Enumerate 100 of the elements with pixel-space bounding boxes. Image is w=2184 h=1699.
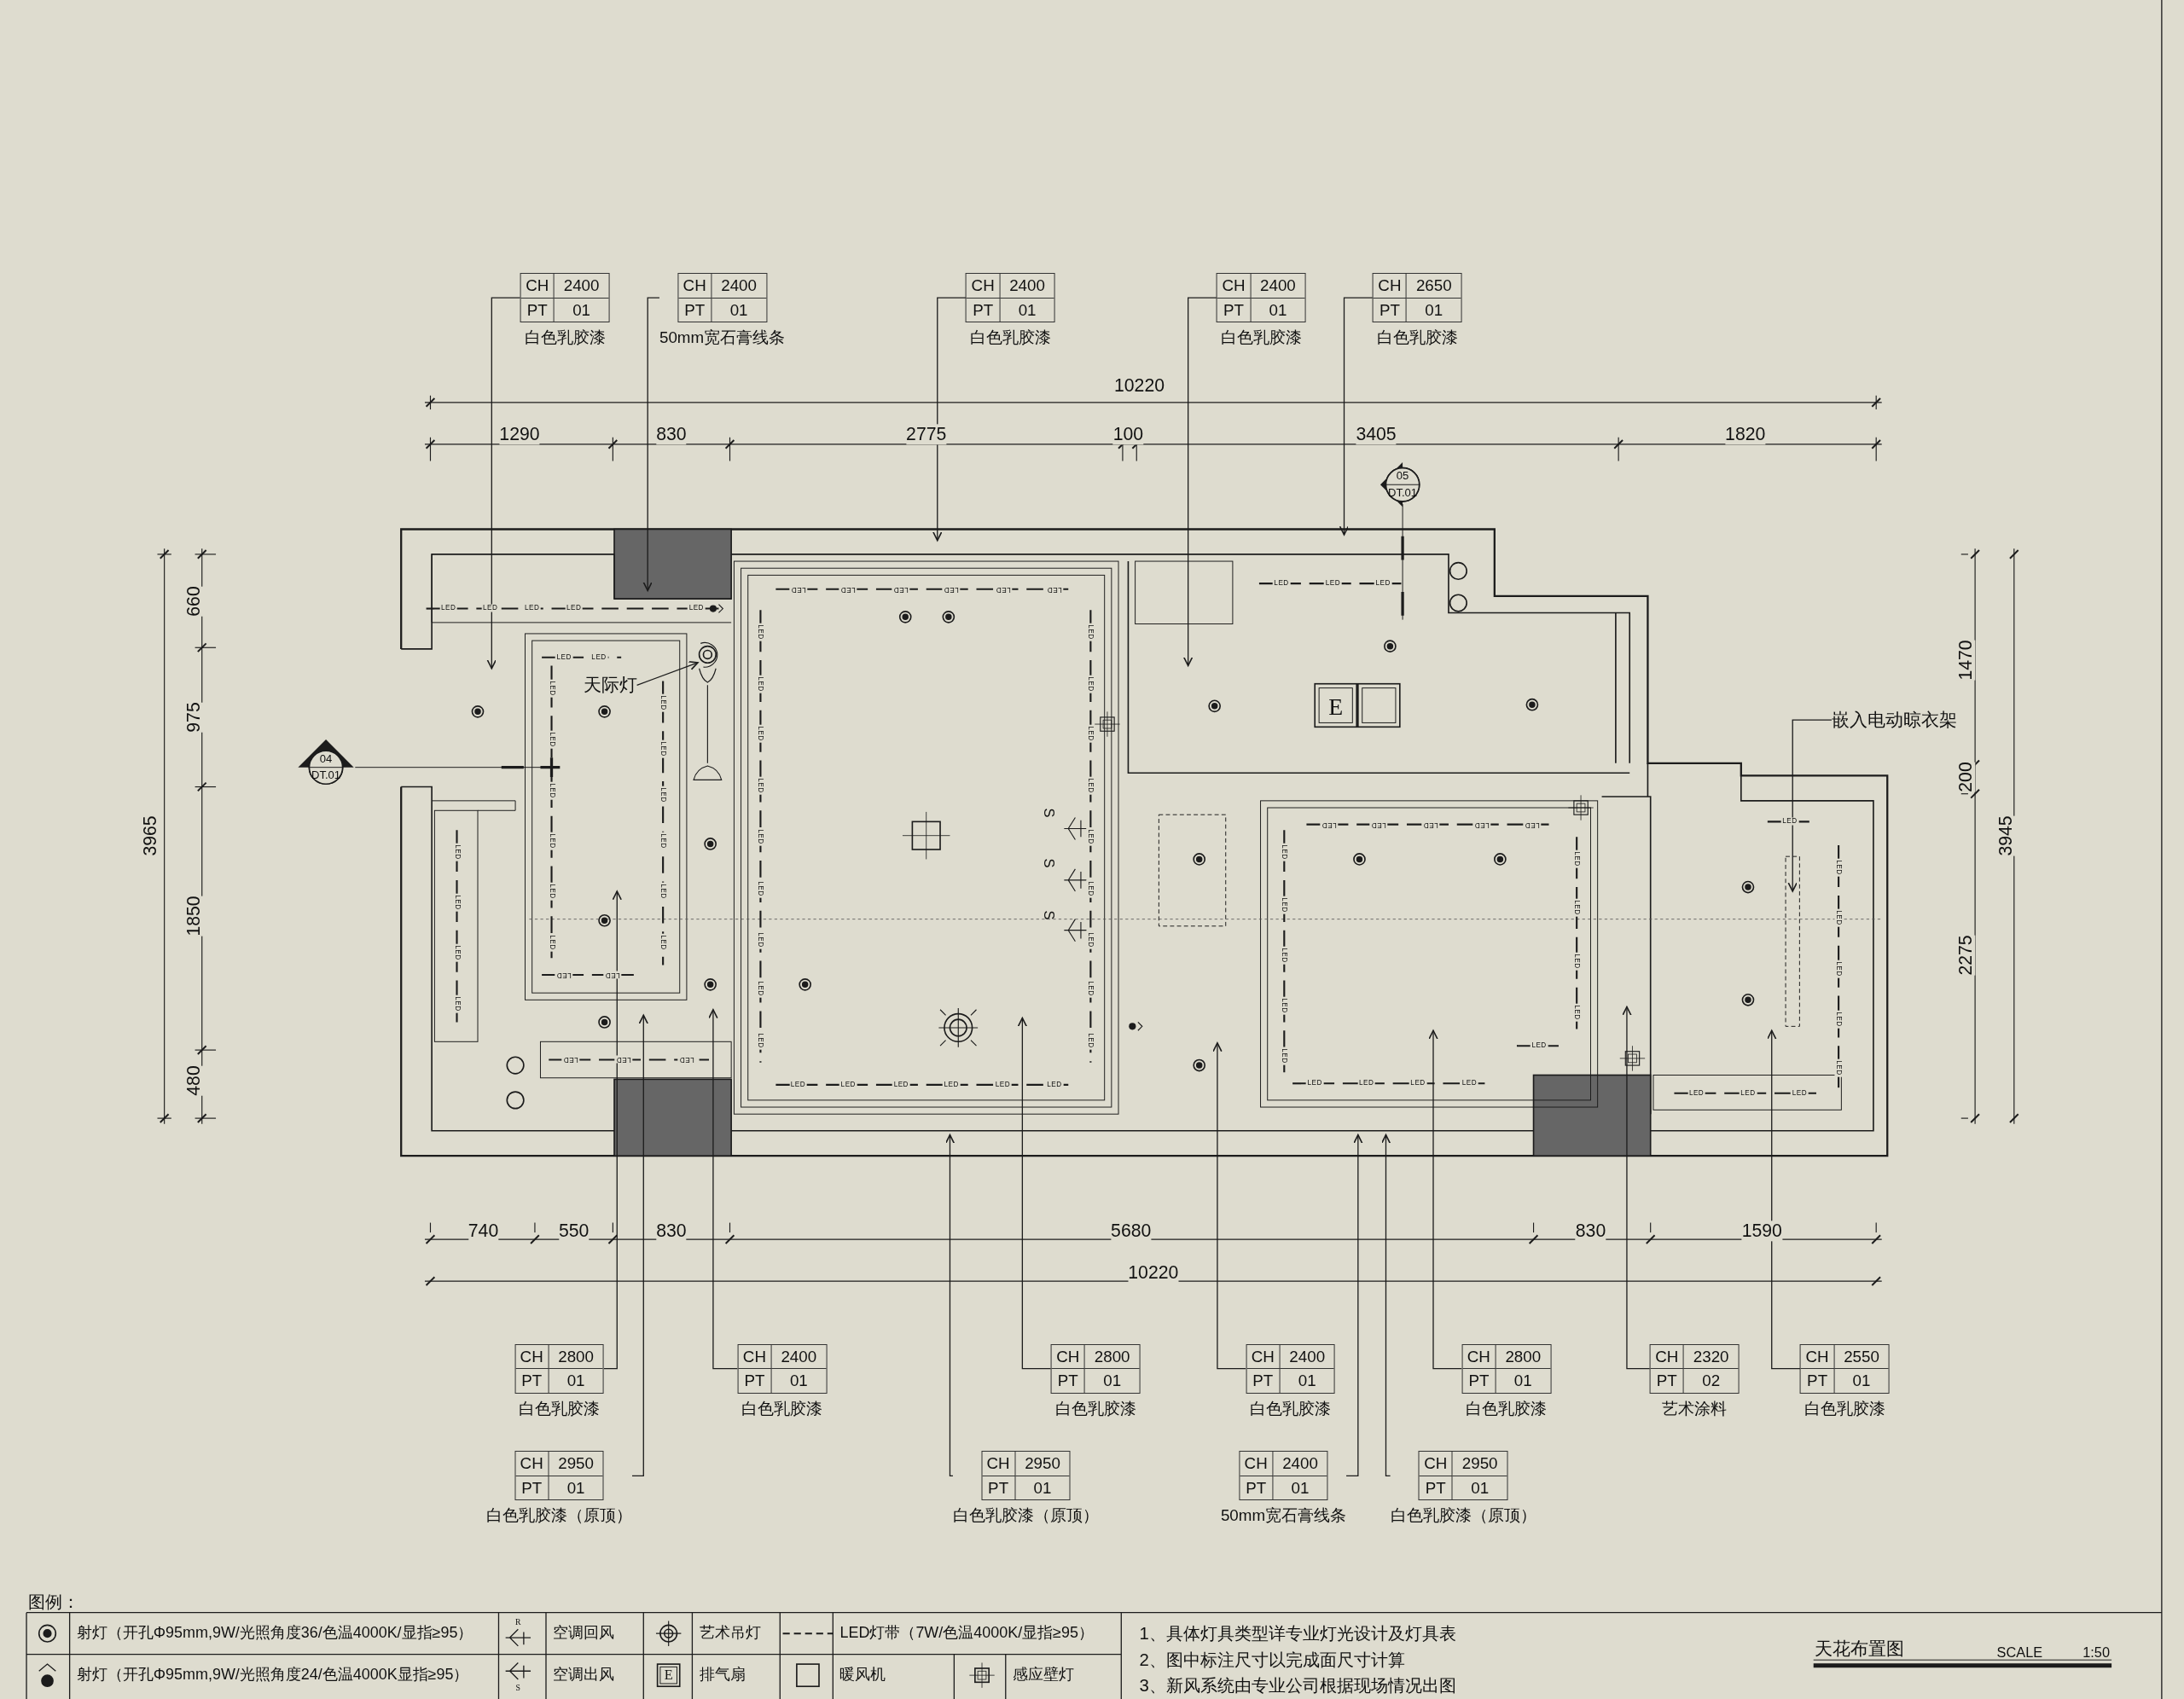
table-cell: CH	[982, 1452, 1016, 1476]
table-cell: CH	[1373, 274, 1407, 299]
table-cell-text: 01	[1017, 299, 1037, 321]
leader-line	[1380, 1134, 1391, 1476]
led-label: LED	[942, 1081, 961, 1089]
led-label: LED	[1086, 931, 1095, 949]
table-cell: CH	[1246, 1344, 1281, 1370]
fan-letter: E	[1328, 694, 1344, 721]
table-cell: PT	[1650, 1369, 1684, 1393]
led-label: LED	[892, 1081, 910, 1089]
led-label: LED	[756, 725, 764, 743]
table-cell: 2800	[549, 1344, 603, 1370]
table-cell: 2400	[771, 1344, 827, 1370]
table-cell: CH	[1240, 1452, 1274, 1476]
led-label: LED	[1370, 821, 1388, 828]
leader-line	[1767, 1029, 1801, 1370]
table-cell: PT	[982, 1476, 1016, 1500]
material-caption: 白色乳胶漆	[1220, 328, 1302, 348]
table-cell: PT	[967, 298, 1001, 322]
material-caption: 白色乳胶漆（原顶）	[486, 1505, 632, 1527]
table-cell-text: 01	[566, 1477, 586, 1499]
table-cell-text: 01	[572, 299, 592, 321]
led-label: LED	[1409, 1079, 1427, 1087]
led-label: LED	[548, 934, 555, 952]
led-label: LED	[1572, 850, 1581, 868]
scale-label: SCALE	[1996, 1645, 2043, 1661]
led-label: LED	[1086, 1031, 1095, 1049]
led-label: LED	[659, 882, 667, 901]
icon-letter: E	[664, 1667, 673, 1684]
led-label: LED	[1280, 843, 1288, 861]
material-caption: 白色乳胶漆	[1804, 1398, 1885, 1419]
led-label: LED	[1324, 579, 1342, 588]
led-label: LED	[453, 994, 461, 1013]
led-label: LED	[659, 934, 667, 952]
table-cell: CH	[738, 1344, 772, 1370]
led-label: LED	[1780, 817, 1799, 826]
table-cell: 2400	[554, 274, 609, 299]
led-label: LED	[615, 1055, 633, 1064]
led-label: LED	[1272, 579, 1291, 588]
led-label: LED	[659, 740, 667, 758]
led-label: LED	[688, 605, 706, 612]
leader-line	[642, 297, 660, 592]
led-label: LED	[481, 605, 499, 612]
led-label: LED	[1834, 858, 1843, 877]
table-cell: PT	[1801, 1369, 1835, 1393]
table-cell: 2400	[1280, 1344, 1335, 1370]
table-cell: PT	[1217, 298, 1252, 322]
led-label: LED	[1280, 946, 1288, 965]
table-cell-text: 01	[729, 299, 749, 321]
led-label: LED	[555, 653, 573, 662]
leader-line	[1428, 1029, 1462, 1370]
dimension-text: 2775	[906, 424, 947, 445]
led-label: LED	[1472, 821, 1491, 828]
table-cell: 2400	[1251, 274, 1305, 299]
material-caption: 白色乳胶漆	[1466, 1398, 1548, 1419]
led-label: LED	[548, 679, 555, 697]
led-label: LED	[892, 585, 910, 594]
table-cell: 2400	[1000, 274, 1054, 299]
led-label: LED	[839, 585, 857, 594]
led-label: LED	[1086, 879, 1095, 897]
led-label: LED	[994, 1081, 1012, 1089]
table-cell-text: 01	[1470, 1477, 1490, 1499]
table-cell-text: 01	[566, 1371, 586, 1392]
led-label: LED	[942, 585, 961, 594]
table-cell: CH	[515, 1344, 549, 1370]
table-cell: PT	[515, 1369, 549, 1393]
table-cell: PT	[1240, 1476, 1274, 1500]
led-label: LED	[1320, 821, 1338, 828]
table-cell: 2800	[1084, 1344, 1140, 1370]
material-caption: 白色乳胶漆	[1376, 328, 1458, 348]
sheet-reference: DT.01	[1388, 486, 1418, 500]
note-text: 3、新风系统由专业公司根据现场情况出图	[1139, 1675, 1456, 1695]
led-label: LED	[1791, 1089, 1809, 1098]
led-label: LED	[1086, 827, 1095, 846]
led-label: LED	[994, 585, 1012, 594]
led-label: LED	[1086, 623, 1095, 641]
led-label: LED	[548, 832, 555, 850]
led-label: LED	[1523, 821, 1542, 828]
table-cell-text: 01	[1513, 1371, 1533, 1392]
led-label: LED	[604, 971, 622, 979]
leader-line	[603, 890, 622, 1370]
air-supply-mark: S	[1041, 858, 1057, 868]
callout-text: 天际灯	[583, 675, 637, 695]
led-label: LED	[756, 979, 764, 998]
led-label: LED	[756, 1031, 764, 1049]
led-label: LED	[1834, 908, 1843, 927]
leader-line	[1182, 297, 1217, 667]
legend-text: 射灯（开孔Φ95mm,9W/光照角度24/色温4000K显指≥95）	[76, 1667, 469, 1684]
dimension-text: 1590	[1741, 1221, 1782, 1241]
material-caption: 白色乳胶漆（原顶）	[1390, 1505, 1536, 1527]
table-cell: 2550	[1834, 1344, 1889, 1370]
led-label: LED	[756, 879, 764, 897]
led-label: LED	[1280, 996, 1288, 1015]
led-label: LED	[677, 1055, 696, 1064]
table-cell: 2400	[712, 274, 766, 299]
material-caption: 白色乳胶漆	[741, 1398, 823, 1419]
table-cell-text: 01	[1297, 1371, 1317, 1392]
led-label: LED	[1086, 725, 1095, 743]
leader-line	[1787, 719, 1833, 892]
table-cell: CH	[678, 274, 712, 299]
